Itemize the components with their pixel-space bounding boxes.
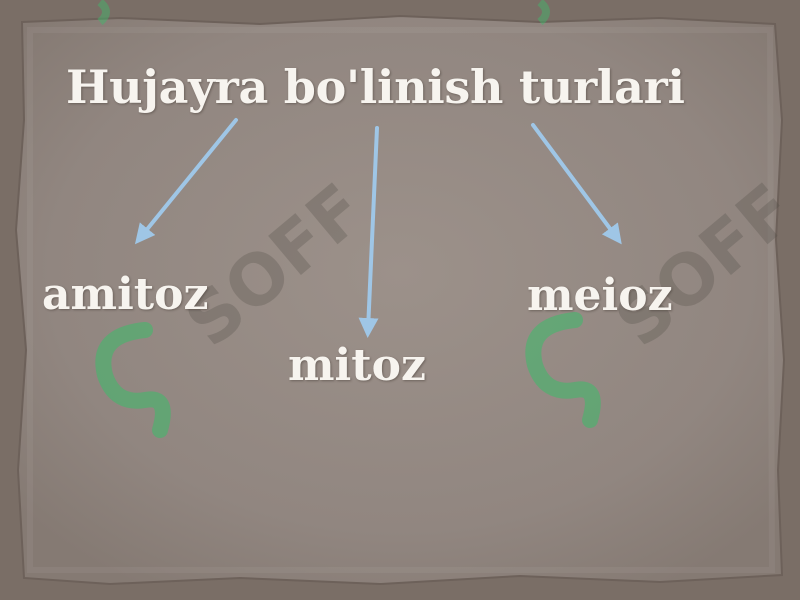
branch-label-meioz: meioz: [527, 270, 673, 321]
watermark-logo-top: [97, 0, 550, 26]
watermark-logo-right: [525, 312, 601, 428]
arrow-to-meioz: [531, 123, 622, 245]
paper-sheet: [14, 14, 786, 586]
arrow-to-mitoz: [358, 126, 379, 338]
diagram-title: Hujayra bo'linish turlari: [66, 60, 685, 114]
branch-label-amitoz: amitoz: [42, 269, 209, 320]
watermark-logo-left: [95, 322, 171, 438]
arrow-to-amitoz: [134, 118, 238, 245]
branch-label-mitoz: mitoz: [288, 340, 426, 391]
